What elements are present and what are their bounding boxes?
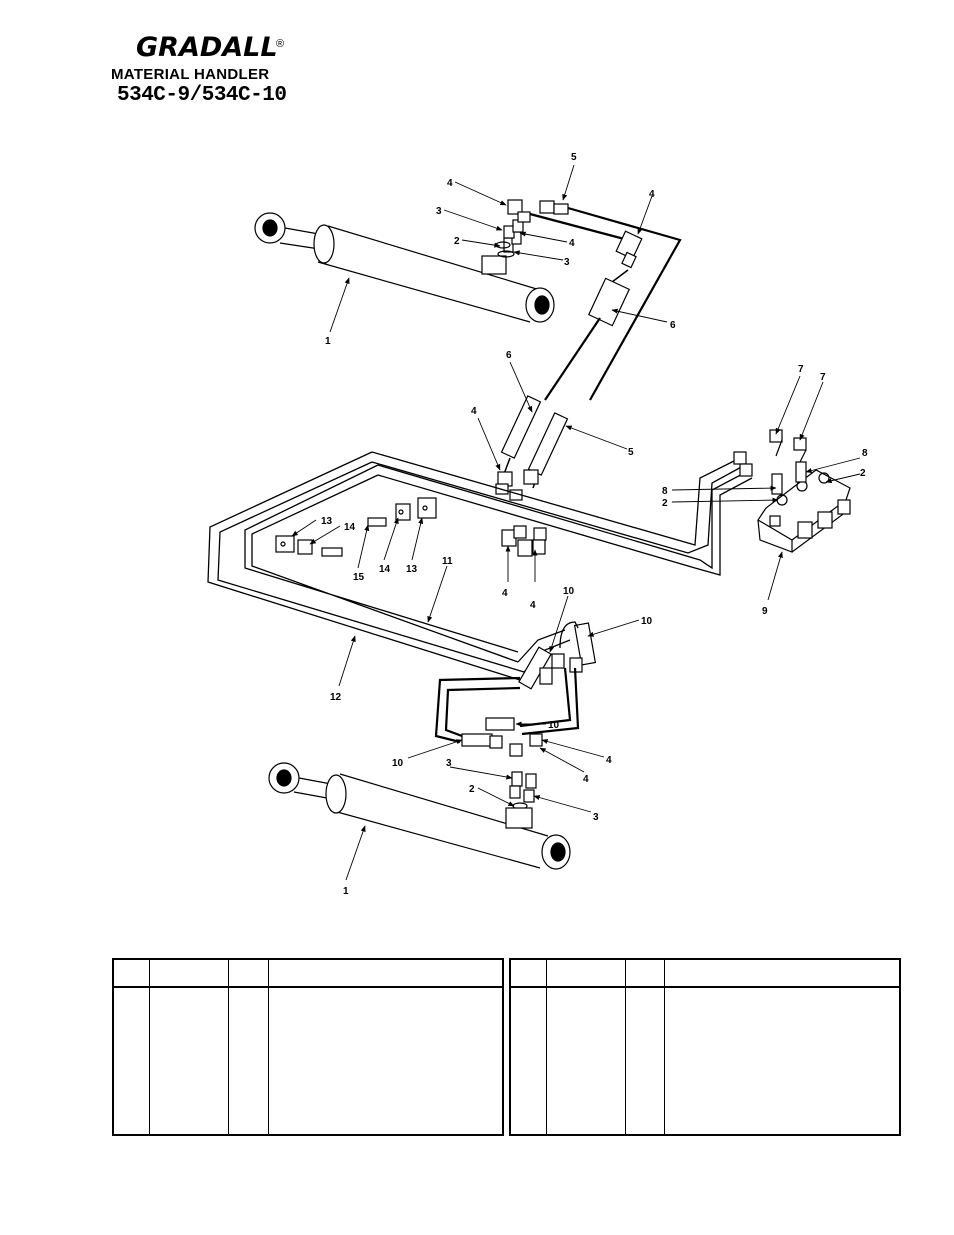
callout-4: 4 — [502, 588, 508, 599]
product-line: MATERIAL HANDLER — [111, 66, 270, 83]
callout-2: 2 — [860, 468, 866, 479]
callout-5: 5 — [628, 447, 634, 458]
callout-14: 14 — [344, 522, 356, 533]
table-cell — [113, 959, 150, 988]
lower-cylinder — [268, 762, 571, 870]
control-valve — [733, 429, 851, 553]
registered-mark: ® — [276, 38, 285, 50]
table-cell — [625, 987, 665, 1135]
callout-9: 9 — [762, 606, 768, 617]
callout-2: 2 — [469, 784, 475, 795]
callout-2: 2 — [662, 498, 668, 509]
callout-15: 15 — [353, 572, 365, 583]
callout-6: 6 — [506, 350, 512, 361]
upper-cylinder — [254, 212, 555, 323]
callout-13: 13 — [406, 564, 418, 575]
table-cell — [113, 987, 150, 1135]
callout-4: 4 — [530, 600, 536, 611]
brand-logo: GRADALL — [136, 32, 278, 63]
table-header-row — [510, 959, 900, 988]
table-cell — [625, 959, 665, 988]
table-row — [113, 987, 503, 1135]
callout-4: 4 — [649, 189, 655, 200]
callout-4: 4 — [583, 774, 589, 785]
callout-10: 10 — [563, 586, 575, 597]
callout-13: 13 — [321, 516, 333, 527]
table-cell — [664, 959, 900, 988]
model-numbers: 534C-9/534C-10 — [117, 84, 287, 107]
table-cell — [228, 987, 269, 1135]
callout-1: 1 — [343, 886, 349, 897]
callout-10: 10 — [392, 758, 404, 769]
table-cell — [268, 959, 503, 988]
table-cell — [149, 959, 229, 988]
parts-table-right — [509, 958, 901, 1136]
callout-8: 8 — [662, 486, 668, 497]
callout-6: 6 — [670, 320, 676, 331]
callout-10: 10 — [548, 720, 560, 731]
parts-table-left — [112, 958, 504, 1136]
callout-5: 5 — [571, 152, 577, 163]
callout-3: 3 — [436, 206, 442, 217]
callout-4: 4 — [606, 755, 612, 766]
callout-14: 14 — [379, 564, 391, 575]
table-cell — [149, 987, 229, 1135]
table-row — [510, 987, 900, 1135]
callout-4: 4 — [471, 406, 477, 417]
callout-3: 3 — [593, 812, 599, 823]
callout-1: 1 — [325, 336, 331, 347]
callout-4: 4 — [447, 178, 453, 189]
callout-3: 3 — [446, 758, 452, 769]
table-cell — [546, 987, 626, 1135]
callout-4: 4 — [569, 238, 575, 249]
hydraulic-parts-diagram: 5 4 4 3 2 4 3 6 1 6 4 5 7 7 8 2 8 2 9 13… — [207, 152, 868, 897]
callout-3: 3 — [564, 257, 570, 268]
callout-8: 8 — [862, 448, 868, 459]
table-cell — [664, 987, 900, 1135]
callout-numbers: 5 4 4 3 2 4 3 6 1 6 4 5 7 7 8 2 8 2 9 13… — [321, 152, 868, 897]
table-cell — [546, 959, 626, 988]
callout-10: 10 — [641, 616, 653, 627]
table-cell — [510, 959, 547, 988]
callout-11: 11 — [442, 556, 453, 567]
callout-12: 12 — [330, 692, 342, 703]
table-cell — [228, 959, 269, 988]
table-header-row — [113, 959, 503, 988]
table-cell — [510, 987, 547, 1135]
table-cell — [268, 987, 503, 1135]
callout-2: 2 — [454, 236, 460, 247]
callout-7: 7 — [798, 364, 804, 375]
callout-7: 7 — [820, 372, 826, 383]
upper-fittings — [495, 199, 569, 258]
